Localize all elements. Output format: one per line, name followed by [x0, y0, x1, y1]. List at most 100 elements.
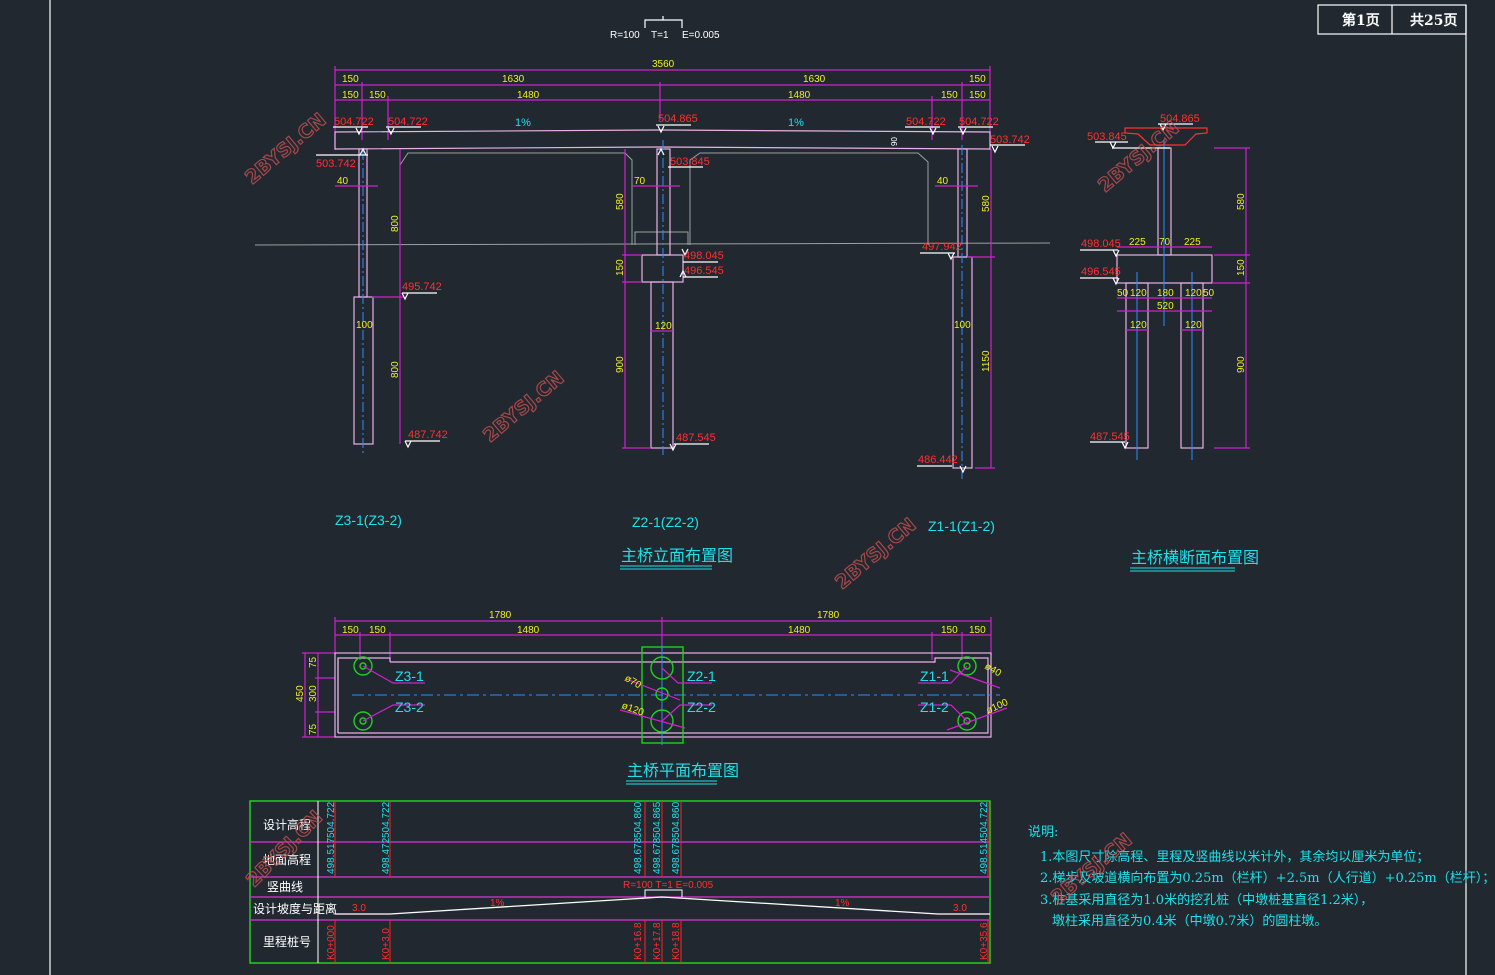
- dim: 580: [1236, 193, 1247, 210]
- dim: 1780: [817, 610, 840, 621]
- level-label: 498.045: [684, 250, 724, 262]
- level-label: 504.865: [658, 113, 698, 125]
- elevation-view: 3560 150 1630 1630 150 150 150 1480 1480…: [254, 59, 1051, 570]
- note-item: 3.桩基采用直径为1.0米的挖孔桩（中墩桩基直径1.2米），: [1040, 892, 1373, 908]
- row-label: 设计高程: [263, 817, 311, 832]
- dim: 150: [941, 625, 958, 636]
- dim: 900: [1236, 356, 1247, 373]
- dim: 150: [1236, 259, 1247, 276]
- dim: 40: [937, 176, 949, 187]
- dim: 100: [356, 320, 373, 331]
- dim: 150: [342, 74, 359, 85]
- pile-circles: [353, 656, 977, 733]
- dim: 1780: [489, 610, 512, 621]
- grade: 3.0: [953, 903, 967, 914]
- left-pier: 40 800 100 800 Z3-1(Z3-2): [335, 148, 404, 528]
- level-label: 503.742: [316, 158, 356, 170]
- level-label: 495.742: [402, 281, 442, 293]
- dim: 150: [369, 625, 386, 636]
- row-label: 里程桩号: [263, 934, 311, 949]
- pile-label: Z3-2: [395, 699, 424, 715]
- pile-label: Z1-2: [920, 699, 949, 715]
- title-block: 第1页 共25页: [1342, 12, 1457, 29]
- watermark: 2BYSJ.CN: [831, 514, 920, 594]
- pile-label: Z2-1: [687, 668, 716, 684]
- notes-heading: 说明:: [1028, 825, 1058, 840]
- row-label: 设计坡度与距离: [253, 901, 337, 916]
- diameter-label: ø40: [983, 661, 1004, 679]
- plan-view: 1780 1780 150 150 1480 1480 150 150 450 …: [295, 610, 1010, 785]
- ground-elev: 498.514: [979, 837, 990, 874]
- dim: 120: [1185, 288, 1202, 299]
- level-label: 496.545: [684, 265, 724, 277]
- station: K0+000: [326, 925, 337, 960]
- dim: 1480: [788, 625, 811, 636]
- dim: 800: [390, 215, 401, 232]
- girder-outline: [399, 152, 929, 245]
- dim: 150: [342, 625, 359, 636]
- watermark: 2BYSJ.CN: [241, 109, 330, 189]
- dim: 900: [615, 356, 626, 373]
- dim: 1150: [981, 350, 992, 372]
- dim: 120: [1130, 288, 1147, 299]
- level-label: 487.545: [1090, 431, 1130, 443]
- dim: 50: [1203, 288, 1215, 299]
- grade: 3.0: [352, 903, 366, 914]
- row-label: 竖曲线: [267, 880, 303, 894]
- station: K0+18.8: [671, 922, 682, 960]
- ground-elev: 498.678: [652, 837, 663, 874]
- elevation-levels: 504.722 504.722 504.865 504.722 504.722 …: [316, 113, 1030, 474]
- level-label: 497.942: [922, 241, 962, 253]
- notes: 说明: 1.本图尺寸除高程、里程及竖曲线以米计外，其余均以厘米为单位； 2.梯步…: [1028, 825, 1495, 929]
- dim: 40: [337, 176, 349, 187]
- dim: 120: [1130, 320, 1147, 331]
- dim: 520: [1157, 301, 1174, 312]
- grade-line: [335, 896, 990, 915]
- dim: 800: [390, 361, 401, 378]
- elevation-title: 主桥立面布置图: [621, 546, 733, 565]
- level-label: 503.742: [990, 134, 1030, 146]
- dim: 1630: [803, 74, 826, 85]
- right-pier: 40 580 100 1150 Z1-1(Z1-2): [928, 145, 995, 534]
- dim: 150: [941, 90, 958, 101]
- design-elev: 504.865: [652, 801, 663, 838]
- pier-label-z1: Z1-1(Z1-2): [928, 518, 995, 534]
- cross-section-title: 主桥横断面布置图: [1131, 548, 1259, 567]
- level-label: 504.722: [388, 116, 428, 128]
- dim: 150: [615, 259, 626, 276]
- level-label: 486.442: [918, 454, 958, 466]
- station: K0+16.8: [633, 922, 644, 960]
- dim-total: 3560: [652, 59, 675, 70]
- level-label: 503.845: [1087, 131, 1127, 143]
- slope-right: 1%: [788, 117, 804, 129]
- watermark: 2BYSJ.CN: [1094, 117, 1183, 197]
- pile-label: Z1-1: [920, 668, 949, 684]
- cross-section-view: 225 70 225 50 120 180 120 50 520 120 120…: [1080, 113, 1259, 572]
- level-label: 498.045: [1081, 238, 1121, 250]
- station: K0+17.8: [652, 922, 663, 960]
- watermarks: 2BYSJ.CN 2BYSJ.CN 2BYSJ.CN 2BYSJ.CN 2BYS…: [240, 108, 1184, 909]
- station: K0+3.0: [381, 928, 392, 960]
- curve-e: E=0.005: [682, 30, 720, 41]
- page-total: 共25页: [1410, 12, 1457, 29]
- deck-depth: 90: [890, 137, 899, 146]
- design-elev: 504.860: [671, 801, 682, 838]
- dim: 450: [295, 685, 306, 702]
- grade: 1%: [835, 898, 850, 909]
- page-number: 第1页: [1342, 12, 1380, 29]
- design-elev: 504.722: [326, 801, 337, 838]
- row-label: 地面高程: [263, 852, 311, 867]
- dim: 70: [1159, 237, 1171, 248]
- dim: 180: [1157, 288, 1174, 299]
- note-item: 墩柱采用直径为0.4米（中墩0.7米）的圆柱墩。: [1052, 913, 1327, 929]
- diameter-label: ø70: [623, 673, 644, 691]
- dim: 150: [969, 625, 986, 636]
- dim: 1480: [517, 90, 540, 101]
- dim: 70: [634, 176, 646, 187]
- station: K0+35.6: [979, 922, 990, 960]
- pile-label: Z2-2: [687, 699, 716, 715]
- elevation-dimensions: 3560 150 1630 1630 150 150 150 1480 1480…: [334, 59, 991, 150]
- dim: 150: [342, 90, 359, 101]
- vertical-curve-note: R=100 T=1 E=0.005: [610, 16, 720, 41]
